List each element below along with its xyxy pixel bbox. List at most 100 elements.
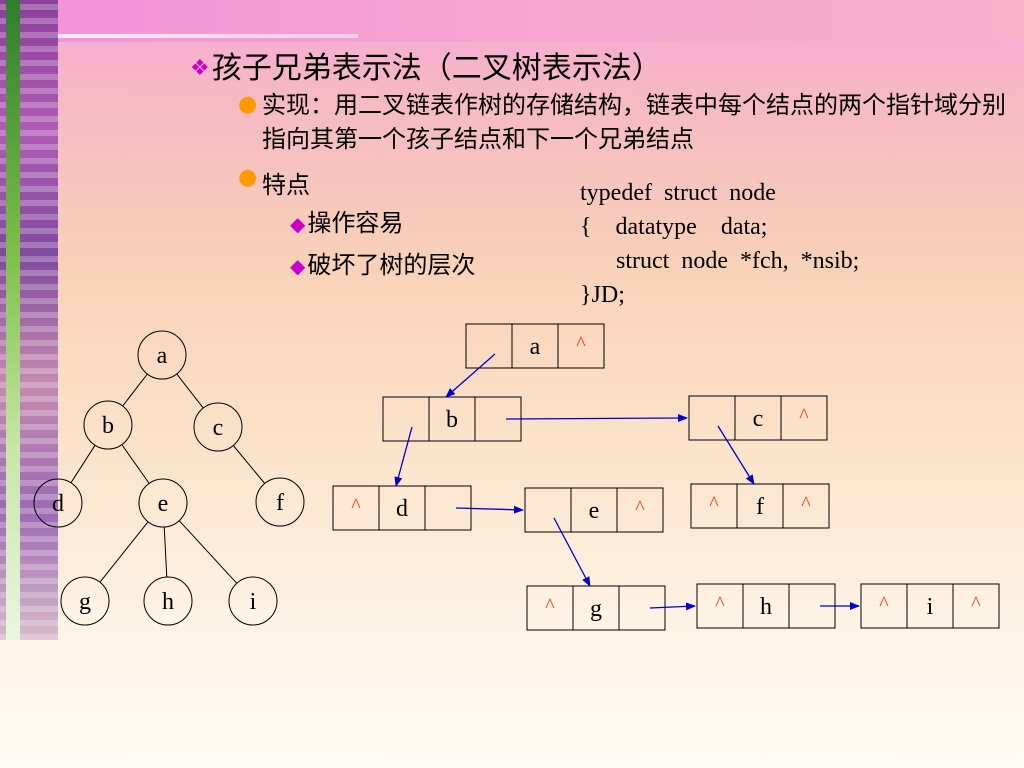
- null-pointer-mark: ^: [709, 493, 719, 515]
- decorative-top-line: [58, 34, 358, 38]
- list-node-e: e^: [524, 487, 664, 533]
- list-node-i: i^^: [860, 583, 1000, 629]
- bullet-features: ● 特点: [238, 165, 310, 200]
- tree-node-h: h: [143, 576, 193, 626]
- next-sibling-arrow-b: [505, 414, 688, 423]
- list-node-data: g: [590, 596, 602, 622]
- orange-dot-icon: ●: [238, 92, 258, 117]
- first-child-arrow-b: [394, 426, 413, 487]
- diamond-icon: ◆: [290, 254, 306, 278]
- orange-dot-icon: ●: [238, 165, 258, 190]
- next-sibling-arrow-g: [649, 602, 696, 611]
- tree-node-label: e: [158, 491, 169, 517]
- code-block: typedef struct node { datatype data; stru…: [580, 176, 859, 312]
- list-node-c: c^: [688, 395, 828, 441]
- tree-edge-a-b: [122, 373, 148, 407]
- tree-node-c: c: [193, 402, 243, 452]
- tree-edge-a-c: [176, 373, 204, 409]
- list-node-data: d: [396, 496, 408, 522]
- tree-node-b: b: [83, 400, 133, 450]
- null-pointer-mark: ^: [799, 405, 809, 427]
- null-pointer-mark: ^: [351, 495, 361, 517]
- tree-node-label: g: [79, 589, 91, 615]
- list-cell-nsib: [557, 323, 605, 369]
- general-tree: a b c d e f g h i: [33, 330, 305, 626]
- list-cell-nsib: [780, 395, 828, 441]
- list-node-b: b: [382, 396, 522, 442]
- tree-edge-e-g: [99, 521, 149, 583]
- list-cell-nsib: [782, 483, 830, 529]
- list-node-data: i: [927, 594, 934, 620]
- list-node-data: b: [446, 407, 458, 433]
- decorative-green-bar: [6, 0, 20, 640]
- list-cell-fch: [524, 487, 572, 533]
- tree-node-circle: [143, 576, 193, 626]
- list-node-g: g^: [526, 585, 666, 631]
- tree-edge-e-h: [163, 526, 168, 578]
- tree-node-circle: [193, 402, 243, 452]
- tree-edge-b-e: [121, 444, 150, 484]
- list-node-a: a^: [465, 323, 605, 369]
- list-node-data: e: [589, 498, 600, 524]
- tree-node-circle: [33, 478, 83, 528]
- list-node-f: f ^ ^: [690, 483, 830, 529]
- tree-node-circle: [138, 478, 188, 528]
- next-sibling-arrow-d: [455, 505, 524, 514]
- tree-node-circle: [60, 576, 110, 626]
- code-line: struct node *fch, *nsib;: [580, 248, 860, 274]
- first-child-arrow-a: [445, 353, 496, 398]
- feature-text: 破坏了树的层次: [307, 251, 476, 279]
- bullet-implementation: ● 实现：用二叉链表作树的存储结构，链表中每个结点的两个指针域分别指向其第一个孩…: [238, 88, 1008, 156]
- tree-edge-c-f: [232, 445, 266, 484]
- list-cell-fch: [382, 396, 430, 442]
- feature-item-easy: ◆操作容易: [290, 203, 403, 238]
- null-pointer-mark: ^: [971, 593, 981, 615]
- list-node-h: h^: [696, 583, 836, 629]
- code-line: { datatype data;: [580, 214, 768, 240]
- tree-edge-b-d: [70, 444, 96, 484]
- title-text: 孩子兄弟表示法（二叉树表示法）: [211, 51, 662, 86]
- tree-node-label: a: [157, 343, 168, 369]
- first-child-arrow-c: [717, 425, 755, 485]
- slide-title: ❖孩子兄弟表示法（二叉树表示法）: [190, 43, 662, 87]
- tree-node-a: a: [137, 330, 187, 380]
- tree-node-i: i: [228, 576, 278, 626]
- code-line: }JD;: [580, 282, 625, 308]
- tree-node-f: f: [255, 477, 305, 527]
- tree-node-label: d: [52, 491, 64, 517]
- decorative-top-band: [58, 0, 1024, 42]
- tree-node-d: d: [33, 478, 83, 528]
- tree-node-label: h: [162, 589, 174, 615]
- diamond-icon: ◆: [290, 212, 306, 236]
- tree-node-e: e: [138, 478, 188, 528]
- tree-node-circle: [228, 576, 278, 626]
- tree-node-g: g: [60, 576, 110, 626]
- code-line: typedef struct node: [580, 180, 776, 206]
- tree-node-label: f: [276, 490, 284, 516]
- list-node-d: d^: [332, 485, 472, 531]
- implementation-text: 实现：用二叉链表作树的存储结构，链表中每个结点的两个指针域分别指向其第一个孩子结…: [262, 91, 1006, 153]
- null-pointer-mark: ^: [545, 595, 555, 617]
- list-cell-nsib: [952, 583, 1000, 629]
- tree-edge-e-i: [178, 520, 238, 584]
- features-heading: 特点: [262, 171, 310, 199]
- list-node-data: f: [756, 494, 764, 520]
- null-pointer-mark: ^: [635, 497, 645, 519]
- tree-node-circle: [137, 330, 187, 380]
- tree-node-label: i: [250, 589, 257, 615]
- feature-item-hierarchy: ◆破坏了树的层次: [290, 245, 475, 280]
- feature-text: 操作容易: [307, 209, 404, 237]
- title-bullet-icon: ❖: [190, 56, 210, 81]
- null-pointer-mark: ^: [801, 493, 811, 515]
- null-pointer-mark: ^: [576, 333, 586, 355]
- null-pointer-mark: ^: [715, 593, 725, 615]
- list-node-data: c: [753, 406, 764, 432]
- list-cell-nsib: [616, 487, 664, 533]
- list-node-data: h: [760, 594, 772, 620]
- tree-node-label: b: [102, 413, 114, 439]
- tree-node-label: c: [213, 415, 224, 441]
- list-cell-fch: [465, 323, 513, 369]
- first-child-arrow-e: [553, 517, 591, 587]
